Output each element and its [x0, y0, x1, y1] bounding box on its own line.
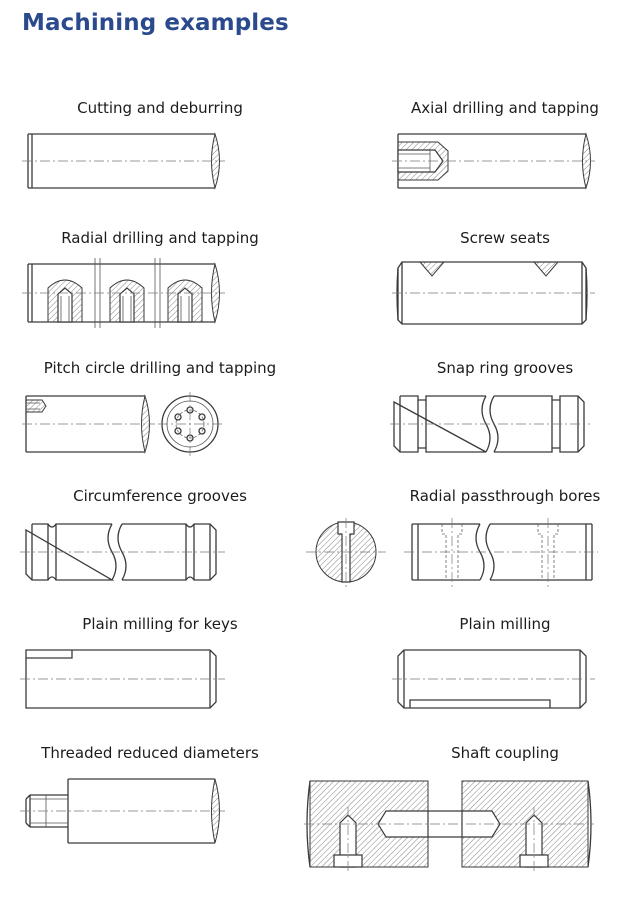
example-caption: Radial drilling and tapping	[61, 229, 259, 247]
example-caption: Shaft coupling	[451, 744, 559, 762]
example-caption: Pitch circle drilling and tapping	[43, 359, 277, 377]
example-caption: Circumference grooves	[73, 487, 247, 505]
snap-ring-groove-drawing	[390, 395, 590, 453]
cut-shaft-drawing	[22, 132, 225, 190]
example-caption: Plain milling	[459, 615, 551, 633]
circumference-groove-drawing	[20, 523, 225, 581]
example-caption: Snap ring grooves	[436, 359, 574, 377]
axial-tapped-shaft-drawing	[392, 132, 595, 190]
radial-tapped-shaft-drawing	[22, 258, 225, 328]
example-caption: Axial drilling and tapping	[411, 99, 599, 117]
key-milling-drawing	[20, 649, 225, 709]
example-caption: Radial passthrough bores	[409, 487, 601, 505]
shaft-coupling-drawing	[304, 780, 594, 873]
example-caption: Threaded reduced diameters	[41, 744, 259, 762]
example-caption: Cutting and deburring	[77, 99, 243, 117]
plain-milling-drawing	[392, 649, 595, 709]
example-caption: Screw seats	[460, 229, 550, 247]
example-caption: Plain milling for keys	[82, 615, 238, 633]
page-title: Machining examples	[22, 10, 289, 36]
pitch-circle-shaft-drawing	[22, 392, 222, 456]
passthrough-bore-drawing	[306, 518, 598, 588]
threaded-end-drawing	[20, 778, 225, 844]
screw-seat-shaft-drawing	[392, 261, 595, 325]
